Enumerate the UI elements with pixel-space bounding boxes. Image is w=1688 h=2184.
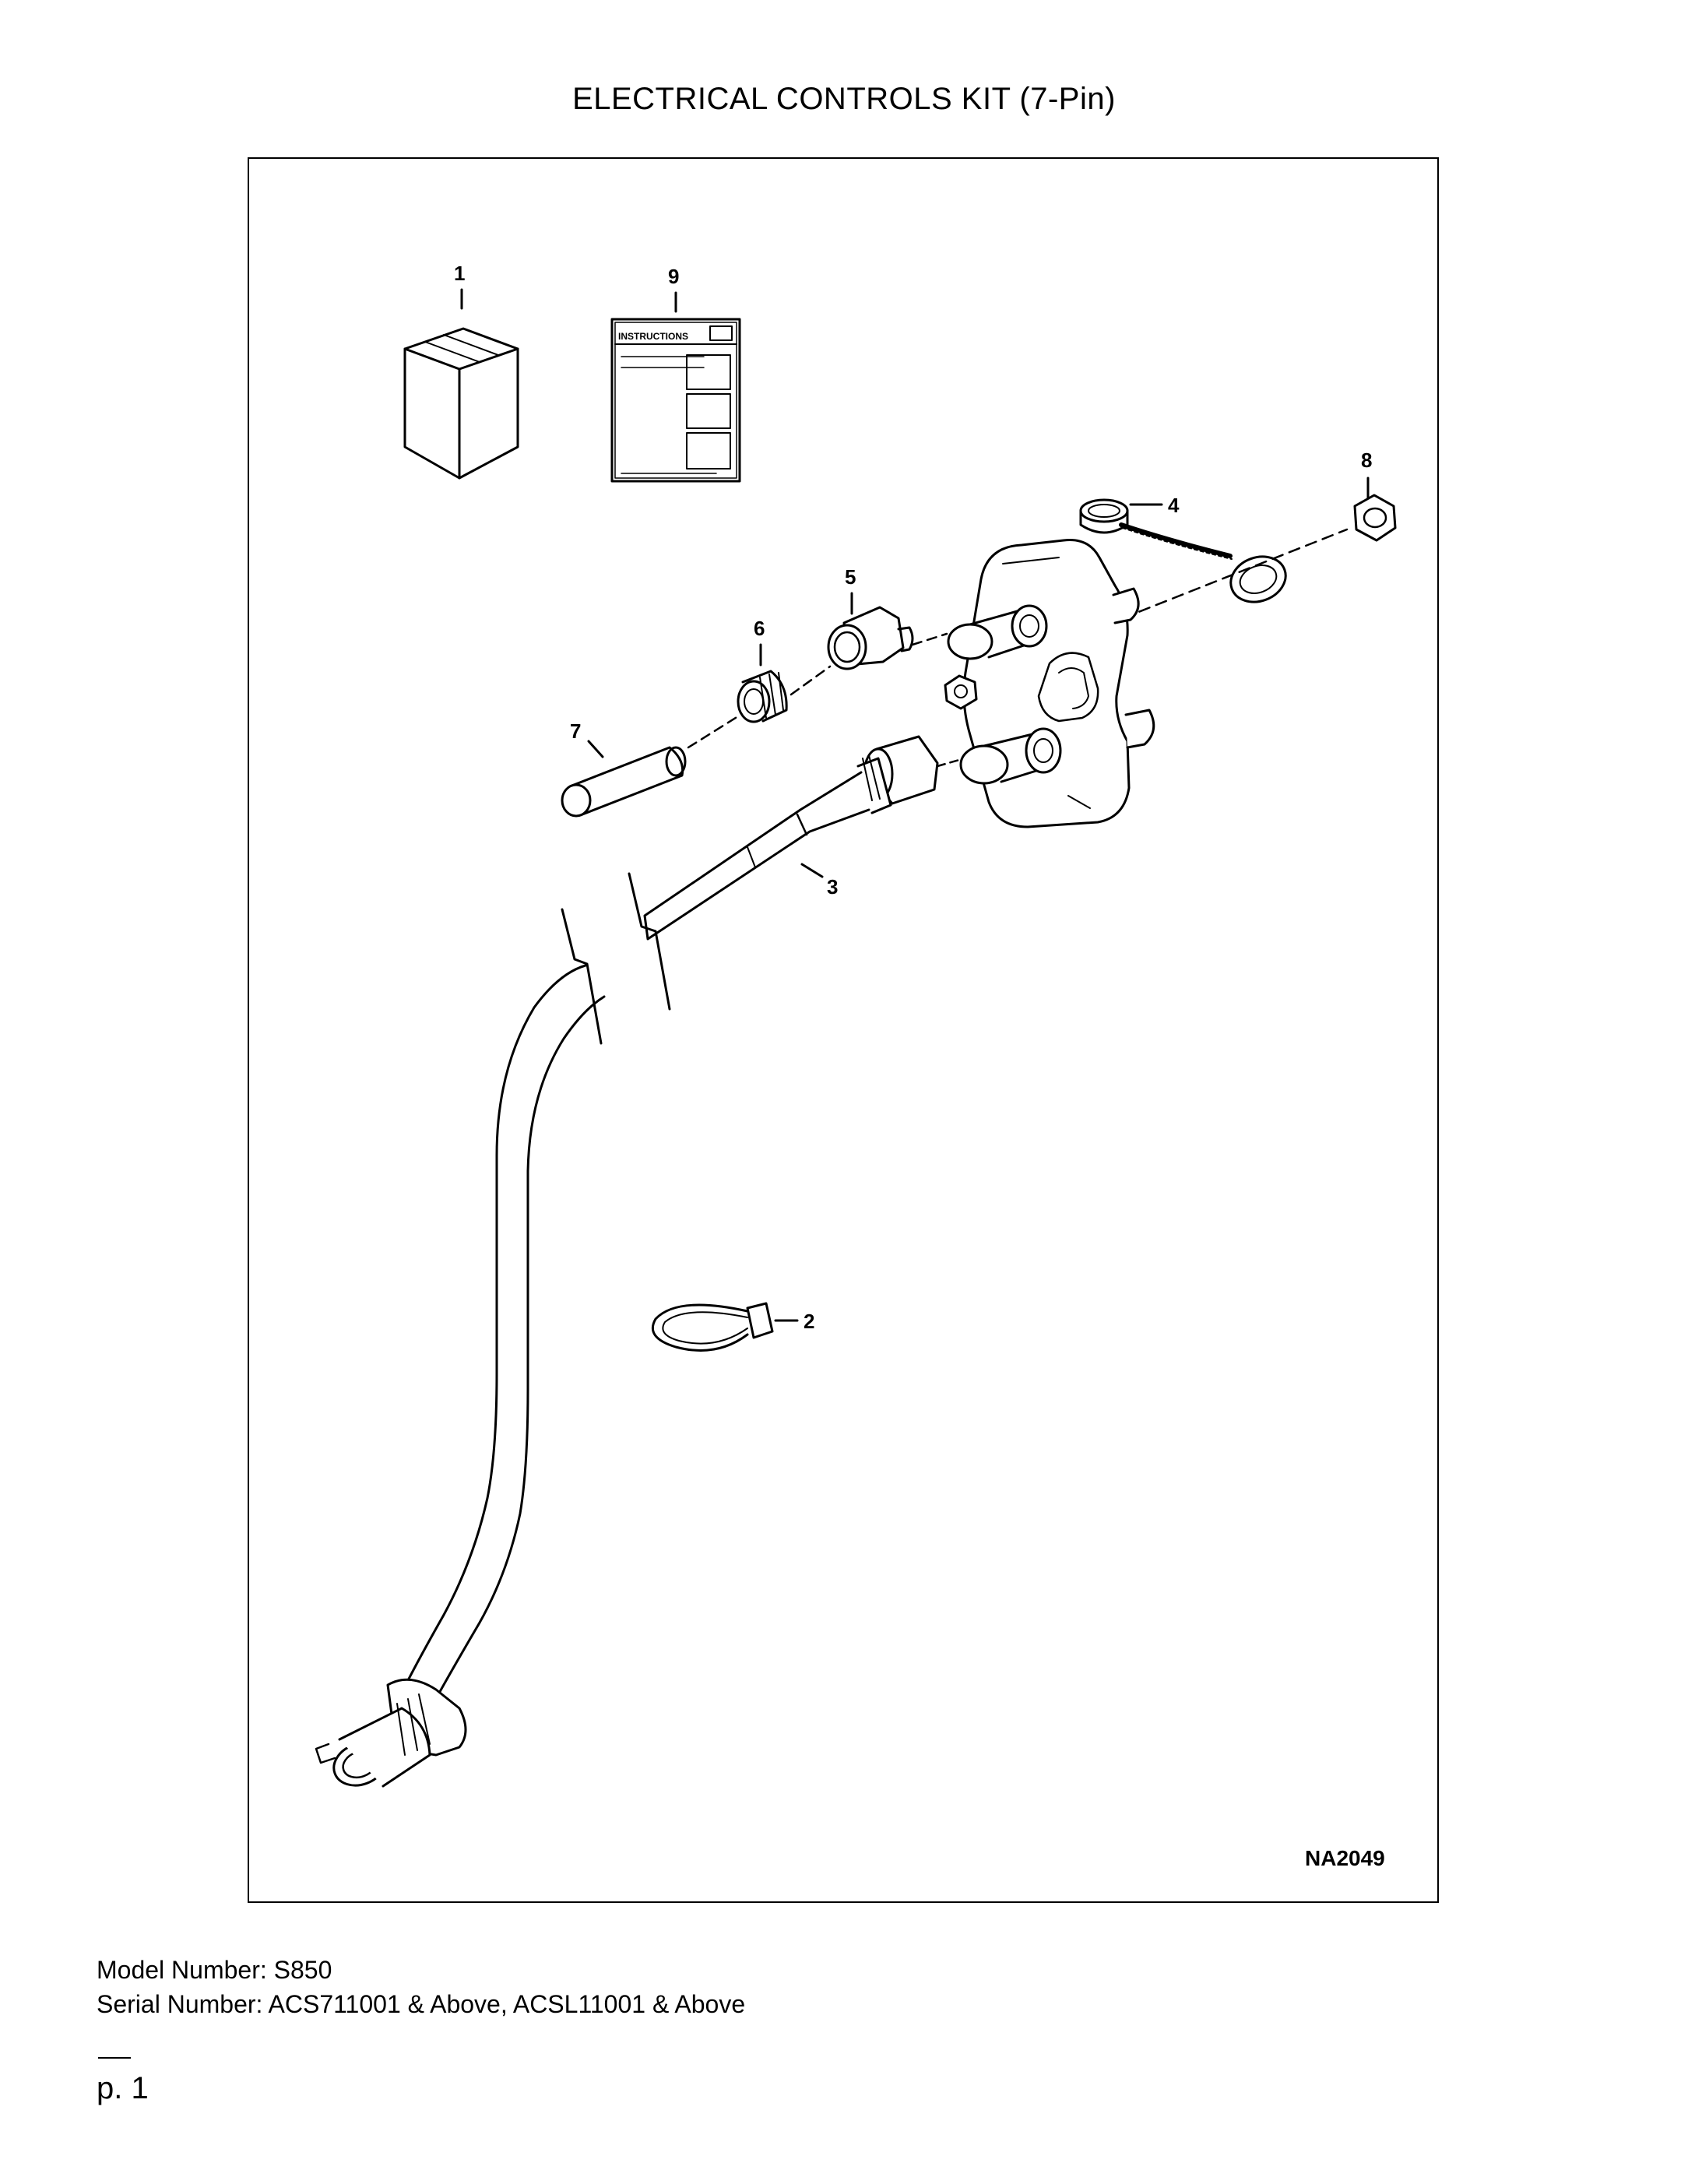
callout-6: 6 xyxy=(754,617,765,640)
callout-9: 9 xyxy=(668,265,679,288)
dust-cap-icon xyxy=(1079,498,1287,603)
callout-5: 5 xyxy=(845,565,856,589)
harness-cable-icon xyxy=(315,771,870,1788)
box-icon xyxy=(403,327,519,480)
parts-diagram: 1 INSTRUCTIONS 9 8 xyxy=(248,157,1439,1903)
callout-8: 8 xyxy=(1361,448,1372,472)
callout-3: 3 xyxy=(827,875,838,899)
hex-nut-icon xyxy=(1353,494,1397,542)
figure-id: NA2049 xyxy=(1305,1846,1385,1870)
instructions-sheet-icon: INSTRUCTIONS xyxy=(610,318,741,483)
cable-tie-icon xyxy=(651,1302,774,1352)
assembly-centerline xyxy=(1121,528,1349,620)
callout-leader-7 xyxy=(587,740,604,758)
callout-7: 7 xyxy=(570,719,581,743)
grommet-icon xyxy=(737,670,788,723)
page-number: p. 1 xyxy=(97,2071,149,2105)
instructions-label: INSTRUCTIONS xyxy=(618,331,688,342)
serial-number: Serial Number: ACS711001 & Above, ACSL11… xyxy=(97,1990,746,2018)
callout-leader-3 xyxy=(800,863,824,878)
mounting-bracket-icon xyxy=(944,538,1155,828)
bulkhead-fitting-icon xyxy=(827,606,914,670)
page-title: ELECTRICAL CONTROLS KIT (7-Pin) xyxy=(572,82,1116,116)
model-number: Model Number: S850 xyxy=(97,1956,332,1984)
break-line-icon xyxy=(561,872,671,1045)
callout-1: 1 xyxy=(454,262,465,285)
page-number-rule xyxy=(98,2057,131,2059)
callout-2: 2 xyxy=(804,1310,814,1333)
connector-plug-icon xyxy=(856,735,939,814)
callout-4: 4 xyxy=(1168,494,1180,517)
sleeve-icon xyxy=(561,746,687,818)
